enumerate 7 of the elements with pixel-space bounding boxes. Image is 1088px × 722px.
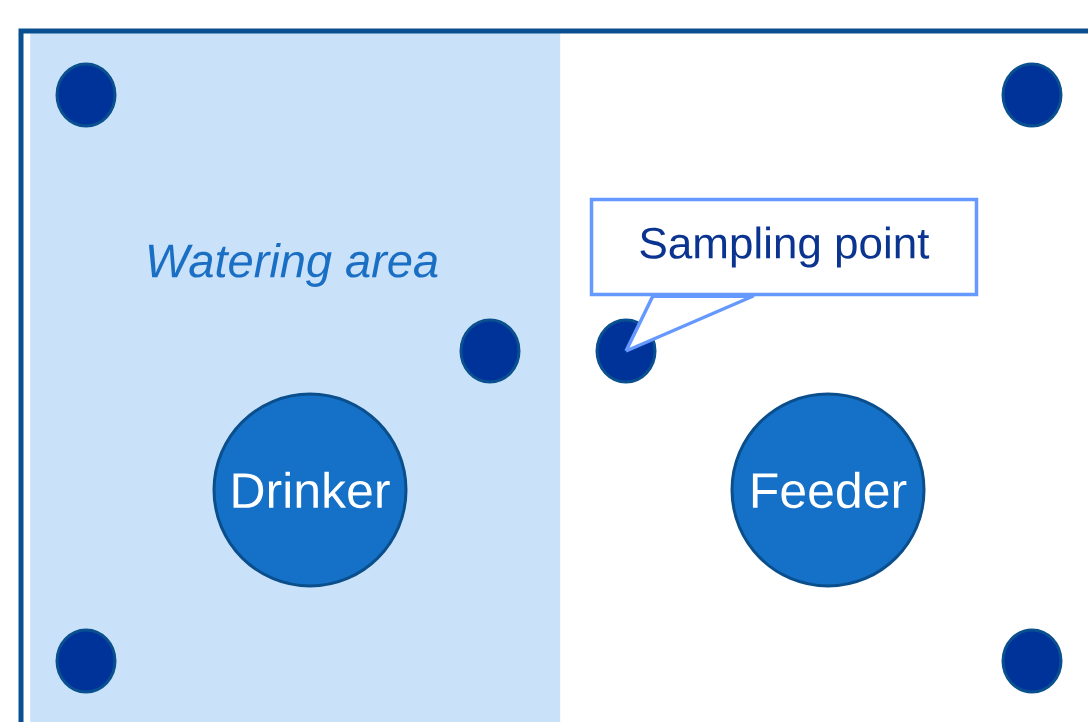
callout-pointer <box>624 294 755 353</box>
area-label: Watering area <box>148 243 438 287</box>
sampling-dot <box>1001 628 1063 694</box>
sampling-dot <box>1001 62 1063 128</box>
sampling-dot <box>55 62 117 128</box>
sampling-dot <box>55 628 117 694</box>
sampling-dot <box>459 318 521 384</box>
